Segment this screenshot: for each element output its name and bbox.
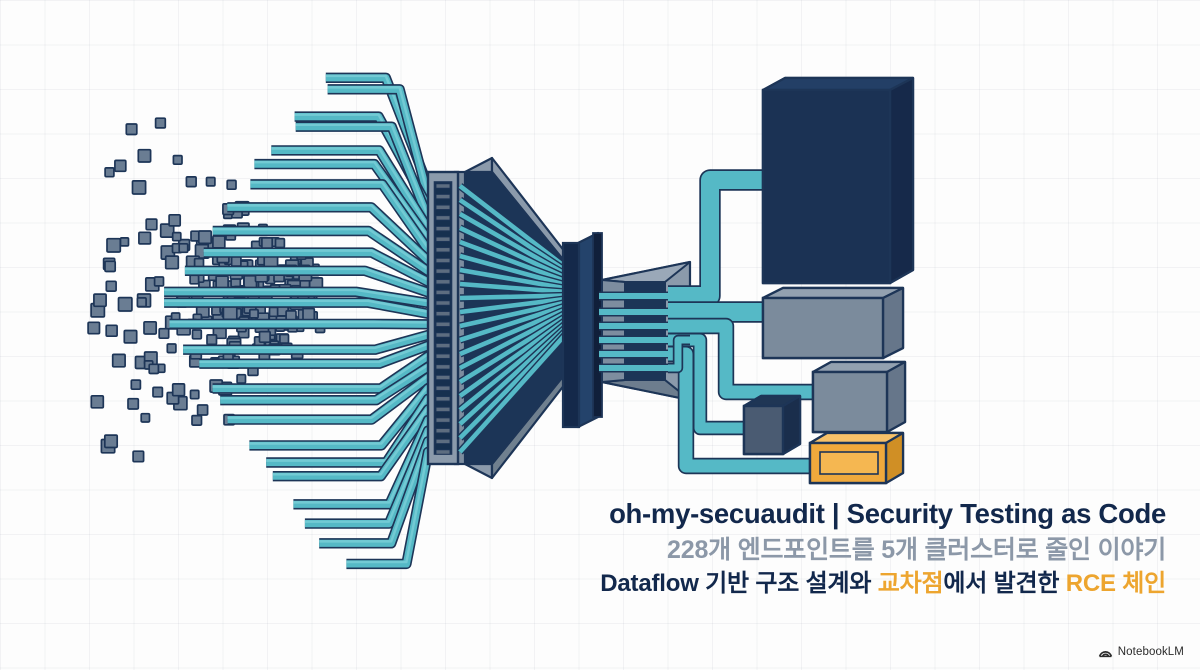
endpoint-node	[243, 274, 258, 290]
endpoint-node	[90, 394, 105, 409]
headline-line-3-part-b: 에서 발견한	[943, 570, 1066, 598]
endpoint-node	[138, 231, 152, 245]
endpoint-node	[164, 255, 180, 270]
endpoint-node	[215, 275, 229, 289]
endpoint-node	[236, 373, 247, 384]
endpoint-node	[154, 117, 167, 129]
notebooklm-label: NotebookLM	[1117, 645, 1184, 658]
headline-highlight-rce: RCE 체인	[1065, 570, 1167, 598]
endpoint-node	[93, 293, 107, 308]
notebooklm-watermark: NotebookLM	[1098, 645, 1184, 658]
endpoint-node	[230, 255, 242, 267]
endpoint-node	[137, 148, 152, 163]
cluster-3-box	[811, 360, 907, 434]
endpoint-node	[171, 383, 186, 397]
headline-line-3: Dataflow 기반 구조 설계와 교차점에서 발견한 RCE 체인	[600, 570, 1167, 598]
endpoint-node	[127, 397, 140, 410]
headline-line-3-part-a: Dataflow 기반 구조 설계와	[600, 570, 878, 598]
endpoint-node	[261, 237, 274, 250]
endpoint-node	[117, 296, 133, 312]
headline-line-1: oh-my-secuaudit | Security Testing as Co…	[609, 498, 1166, 530]
endpoint-node	[104, 167, 115, 178]
endpoint-node	[279, 333, 290, 344]
headline-block: oh-my-secuaudit | Security Testing as Co…	[600, 499, 1166, 598]
endpoint-node	[205, 176, 216, 187]
endpoint-node	[145, 218, 158, 231]
endpoint-node	[105, 324, 118, 338]
endpoint-node	[189, 274, 200, 285]
endpoint-node	[136, 297, 147, 308]
endpoint-node	[168, 213, 182, 227]
endpoint-node	[125, 123, 138, 136]
endpoint-node	[123, 329, 138, 344]
cluster-1-box	[761, 76, 915, 285]
endpoint-node	[131, 180, 147, 195]
endpoint-node	[114, 159, 127, 173]
convergence-gate	[561, 231, 603, 429]
endpoint-node	[132, 450, 145, 463]
endpoint-node	[153, 276, 165, 287]
endpoint-node	[191, 329, 203, 340]
headline-highlight-crosspoint: 교차점	[877, 570, 944, 598]
endpoint-node	[152, 386, 164, 398]
endpoint-node	[274, 237, 286, 249]
headline-line-2: 228개 엔드포인트를 5개 클러스터로 줄인 이야기	[667, 536, 1166, 565]
cluster-2-box	[761, 286, 905, 360]
endpoint-node	[111, 353, 126, 368]
endpoint-node	[172, 154, 183, 166]
endpoint-node	[212, 235, 226, 249]
endpoint-node	[258, 330, 271, 344]
notebooklm-icon	[1098, 645, 1113, 658]
output-pipes	[668, 169, 818, 475]
endpoint-node	[222, 305, 238, 321]
endpoint-node	[185, 176, 197, 188]
endpoint-node	[87, 321, 101, 335]
endpoint-node	[302, 307, 316, 321]
endpoint-node	[148, 363, 160, 375]
endpoint-node	[206, 334, 218, 346]
endpoint-node	[106, 237, 122, 253]
endpoint-node	[226, 179, 237, 191]
endpoint-node	[191, 414, 203, 426]
endpoint-node	[189, 389, 200, 400]
endpoint-node	[104, 260, 117, 273]
input-pipes	[164, 72, 452, 570]
endpoint-node	[158, 327, 170, 340]
endpoint-node	[197, 230, 213, 245]
funnel-body	[457, 156, 573, 480]
cluster-4-box	[742, 394, 802, 456]
endpoint-node	[248, 308, 259, 319]
endpoint-node	[178, 242, 189, 254]
endpoint-node	[130, 379, 142, 391]
endpoint-node	[166, 343, 177, 354]
endpoint-node	[103, 434, 119, 449]
endpoint-node	[159, 223, 175, 238]
endpoint-node	[105, 280, 117, 292]
endpoint-node	[143, 320, 158, 335]
endpoint-node	[196, 404, 209, 416]
endpoint-node	[140, 412, 151, 423]
endpoint-node	[119, 237, 130, 247]
cluster-5-box	[808, 431, 905, 485]
endpoint-node	[171, 231, 182, 242]
